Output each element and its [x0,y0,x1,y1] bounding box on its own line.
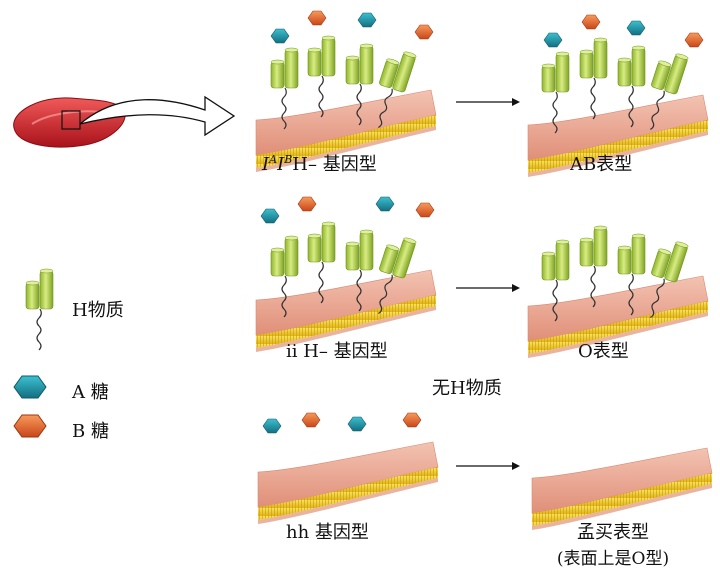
row3-genotype-label: hh 基因型 [286,522,369,543]
legend-b-sugar-icon [13,414,47,438]
row3-phenotype-note: (表面上是O型) [556,549,670,569]
allele-i-2: I [277,154,285,175]
row3-phenotype-label: 孟买表型 [577,522,649,543]
legend-a-sugar-label: A 糖 [72,382,109,403]
red-blood-cell-icon [13,97,126,148]
arrow-row3 [456,462,520,470]
row2-phenotype-label: O表型 [578,341,629,362]
row1-genotype-label: IAIBH– 基因型 [262,150,377,176]
allele-a-sup: A [269,153,278,166]
zoom-box [61,110,81,130]
zoom-arrow [79,95,236,137]
free-sugars-row3-left [262,412,422,434]
free-sugars-row2-left [260,196,435,224]
legend-h-substance-icon [25,268,54,351]
legend-a-sugar-icon [13,375,47,399]
legend-h-substance-label: H物质 [72,300,124,321]
membrane-row3-left [257,441,439,525]
row2-genotype-label: ii H– 基因型 [286,341,388,362]
row1-phenotype-label: AB表型 [570,154,633,175]
genotype-suffix: H– 基因型 [292,154,377,175]
arrow-row1 [456,98,520,106]
row2-note-label: 无H物质 [432,378,502,399]
sugars-row1-left [270,10,434,44]
legend-b-sugar-label: B 糖 [72,421,109,442]
allele-i-1: I [262,154,270,175]
sugars-row1-right [543,14,704,48]
arrow-row2 [456,284,520,292]
allele-b-sup: B [284,153,293,166]
